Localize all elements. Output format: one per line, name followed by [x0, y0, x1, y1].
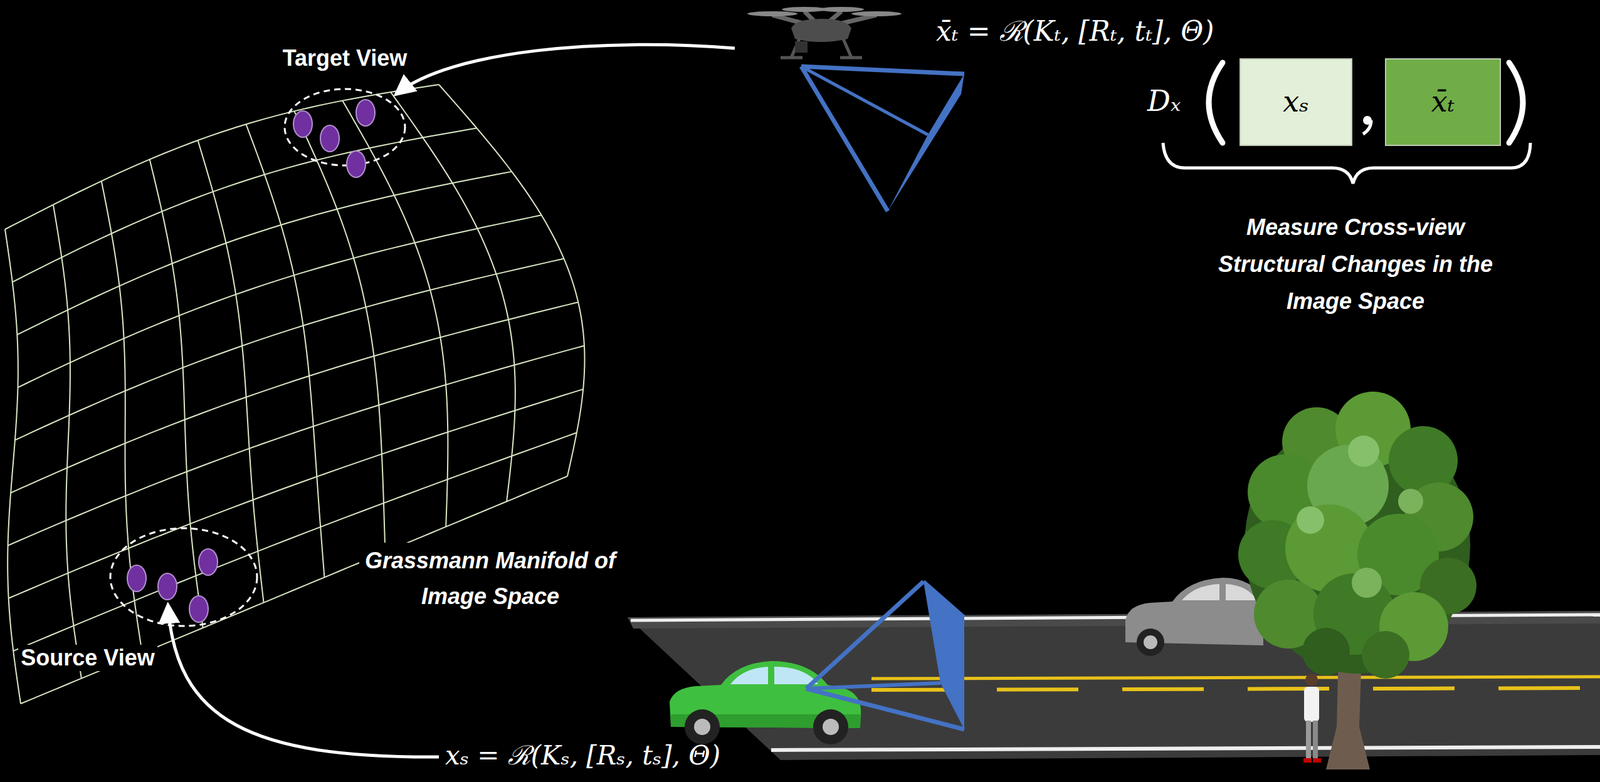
- tree: [1238, 391, 1477, 770]
- manifold-grid: [17, 215, 542, 388]
- image-box: x̄ₜ: [1384, 58, 1501, 147]
- image-point: [157, 573, 177, 600]
- manifold-grid: [10, 302, 579, 493]
- image-box: xₛ: [1239, 58, 1353, 147]
- dashed-ellipse: [108, 524, 259, 631]
- manifold-grid: [438, 84, 585, 477]
- car-camera-frustum: [806, 683, 941, 690]
- manifold-grid: [13, 433, 577, 652]
- view-heading: Source View: [18, 645, 157, 672]
- road: [627, 611, 1600, 761]
- bracket: [1163, 142, 1531, 184]
- drone: [747, 6, 902, 58]
- grey-car: [1143, 635, 1158, 650]
- drone: [818, 6, 864, 12]
- drone: [851, 11, 902, 17]
- view-cluster: Target View: [283, 45, 407, 167]
- image-point: [198, 549, 218, 576]
- image-point: [320, 125, 340, 152]
- box-symbol: xₛ: [1282, 84, 1309, 120]
- drone: [791, 18, 852, 43]
- person: [1312, 721, 1318, 760]
- leader-arrow: [168, 605, 439, 758]
- manifold-grid: [12, 127, 478, 283]
- road: [627, 611, 1600, 761]
- manifold-grid: [149, 159, 204, 629]
- manifold-grid: [245, 124, 325, 578]
- view-heading: Target View: [280, 45, 411, 72]
- person: [1305, 721, 1311, 760]
- drone: [780, 38, 863, 58]
- road: [871, 688, 1600, 691]
- operator-label: Dₓ: [1144, 83, 1184, 120]
- manifold-label: Grassmann Manifold of Image Space: [359, 542, 622, 615]
- tree: [1351, 568, 1382, 599]
- person: [1304, 687, 1320, 723]
- tree: [1347, 435, 1380, 468]
- manifold-grid: [198, 140, 264, 604]
- image-point: [189, 596, 209, 623]
- leader-arrow: [396, 44, 735, 95]
- view-cluster: Source View: [108, 524, 259, 672]
- manifold-grid: [342, 100, 448, 528]
- car-camera-frustum: [806, 689, 965, 730]
- green-car: [813, 709, 849, 745]
- road: [630, 615, 1600, 621]
- green-car: [730, 667, 769, 685]
- manifold-grid: [53, 205, 82, 679]
- green-car: [694, 719, 711, 736]
- formula: x̄ₜ = ℛ(Kₜ, [Rₜ, tₜ], Θ): [933, 13, 1217, 49]
- road: [871, 677, 1600, 679]
- dashed-ellipse: [283, 88, 407, 167]
- road: [627, 611, 1600, 629]
- bracket: [1509, 62, 1523, 143]
- image-point: [356, 99, 375, 127]
- caption-text: Measure Cross-view Structural Changes in…: [1211, 208, 1500, 320]
- drone: [747, 11, 798, 17]
- manifold-grid: [15, 258, 565, 441]
- drone-camera-frustum: [801, 66, 928, 135]
- person: [1312, 758, 1322, 764]
- road: [771, 747, 1600, 751]
- tree: [1302, 628, 1350, 676]
- tree: [1361, 631, 1410, 679]
- car-camera-frustum: [923, 581, 965, 618]
- manifold-grid: [5, 229, 21, 705]
- dashed-ellipse: [284, 89, 406, 166]
- formula: xₛ = ℛ(Kₛ, [Rₛ, tₛ], Θ): [442, 739, 723, 774]
- tree: [1296, 506, 1325, 535]
- tree: [1398, 489, 1424, 515]
- green-car: [684, 709, 720, 745]
- grey-car: [1136, 628, 1165, 657]
- image-point: [346, 151, 366, 178]
- manifold-grid: [16, 171, 512, 335]
- person: [1303, 758, 1312, 764]
- drone-camera-frustum: [801, 66, 965, 74]
- drone: [794, 41, 808, 53]
- manifold-grid: [390, 92, 516, 502]
- manifold-grid: [8, 346, 585, 547]
- dashed-ellipse: [110, 528, 258, 627]
- car-camera-frustum: [806, 581, 965, 730]
- car-camera-frustum: [806, 581, 924, 690]
- bracket: [1363, 120, 1372, 135]
- bracket: [1208, 62, 1223, 143]
- box-symbol: x̄ₜ: [1431, 84, 1455, 120]
- drone-camera-frustum: [801, 66, 965, 212]
- green-car: [822, 719, 839, 736]
- grey-car: [1125, 578, 1264, 657]
- drone-camera-frustum: [887, 73, 965, 212]
- image-point: [127, 565, 147, 592]
- image-point: [293, 110, 313, 138]
- manifold-grid: [294, 110, 385, 553]
- person: [1303, 673, 1322, 764]
- leader-arrow: [168, 44, 735, 758]
- car-camera-frustum: [923, 581, 965, 730]
- grey-car: [1181, 584, 1220, 601]
- person: [1305, 673, 1318, 687]
- green-car: [669, 661, 861, 745]
